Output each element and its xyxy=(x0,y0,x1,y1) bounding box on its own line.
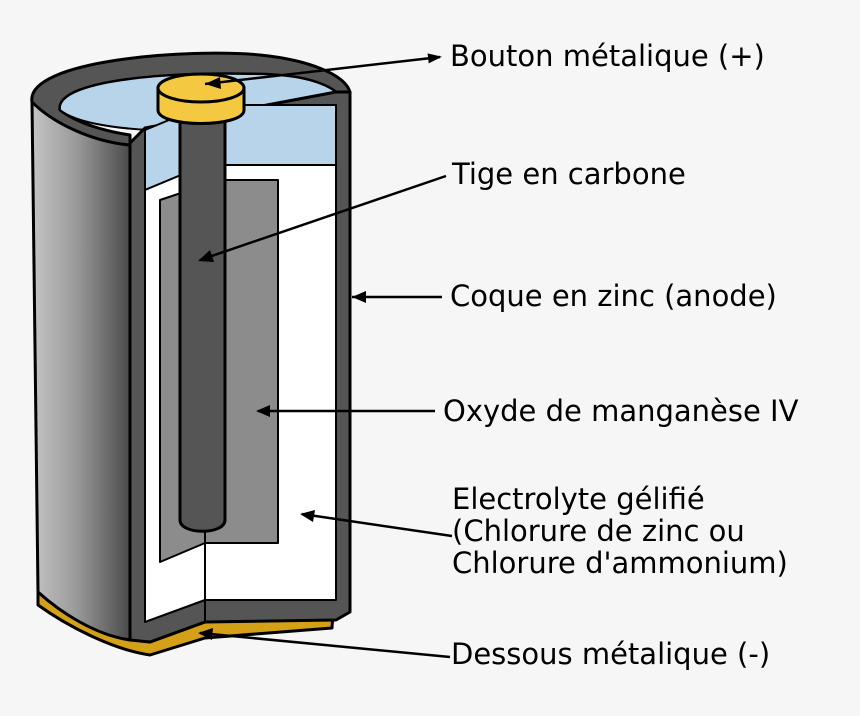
label-metal-bottom: Dessous métalique (-) xyxy=(451,637,771,671)
label-electrolyte-line-2: (Chlorure de zinc ou xyxy=(452,514,745,548)
arrow-button xyxy=(204,53,442,86)
arrow-electrolyte xyxy=(301,512,453,538)
metal-button-top xyxy=(156,72,246,104)
label-electrolyte-line-3: Chlorure d'ammonium) xyxy=(452,546,788,580)
arrowhead-shell xyxy=(352,291,366,303)
arrowhead-oxide xyxy=(256,405,270,417)
label-zinc-shell: Coque en zinc (anode) xyxy=(450,279,777,313)
arrow-bottom xyxy=(199,631,451,659)
arrowhead-bottom xyxy=(198,628,213,640)
label-metal-button: Bouton métalique (+) xyxy=(450,39,765,73)
label-electrolyte-line-1: Electrolyte gélifié xyxy=(452,482,705,516)
label-electrolyte: Electrolyte gélifié (Chlorure de zinc ou… xyxy=(452,483,788,579)
arrowhead-electrolyte xyxy=(300,510,315,522)
zinc-shell-outer-surface xyxy=(30,100,132,642)
arrowhead-button xyxy=(205,77,221,89)
arrow-rod xyxy=(199,174,447,262)
carbon-rod xyxy=(178,116,227,533)
label-manganese-oxide: Oxyde de manganèse IV xyxy=(443,394,799,428)
arrowhead-rod xyxy=(198,250,214,262)
label-carbon-rod: Tige en carbone xyxy=(452,157,686,191)
